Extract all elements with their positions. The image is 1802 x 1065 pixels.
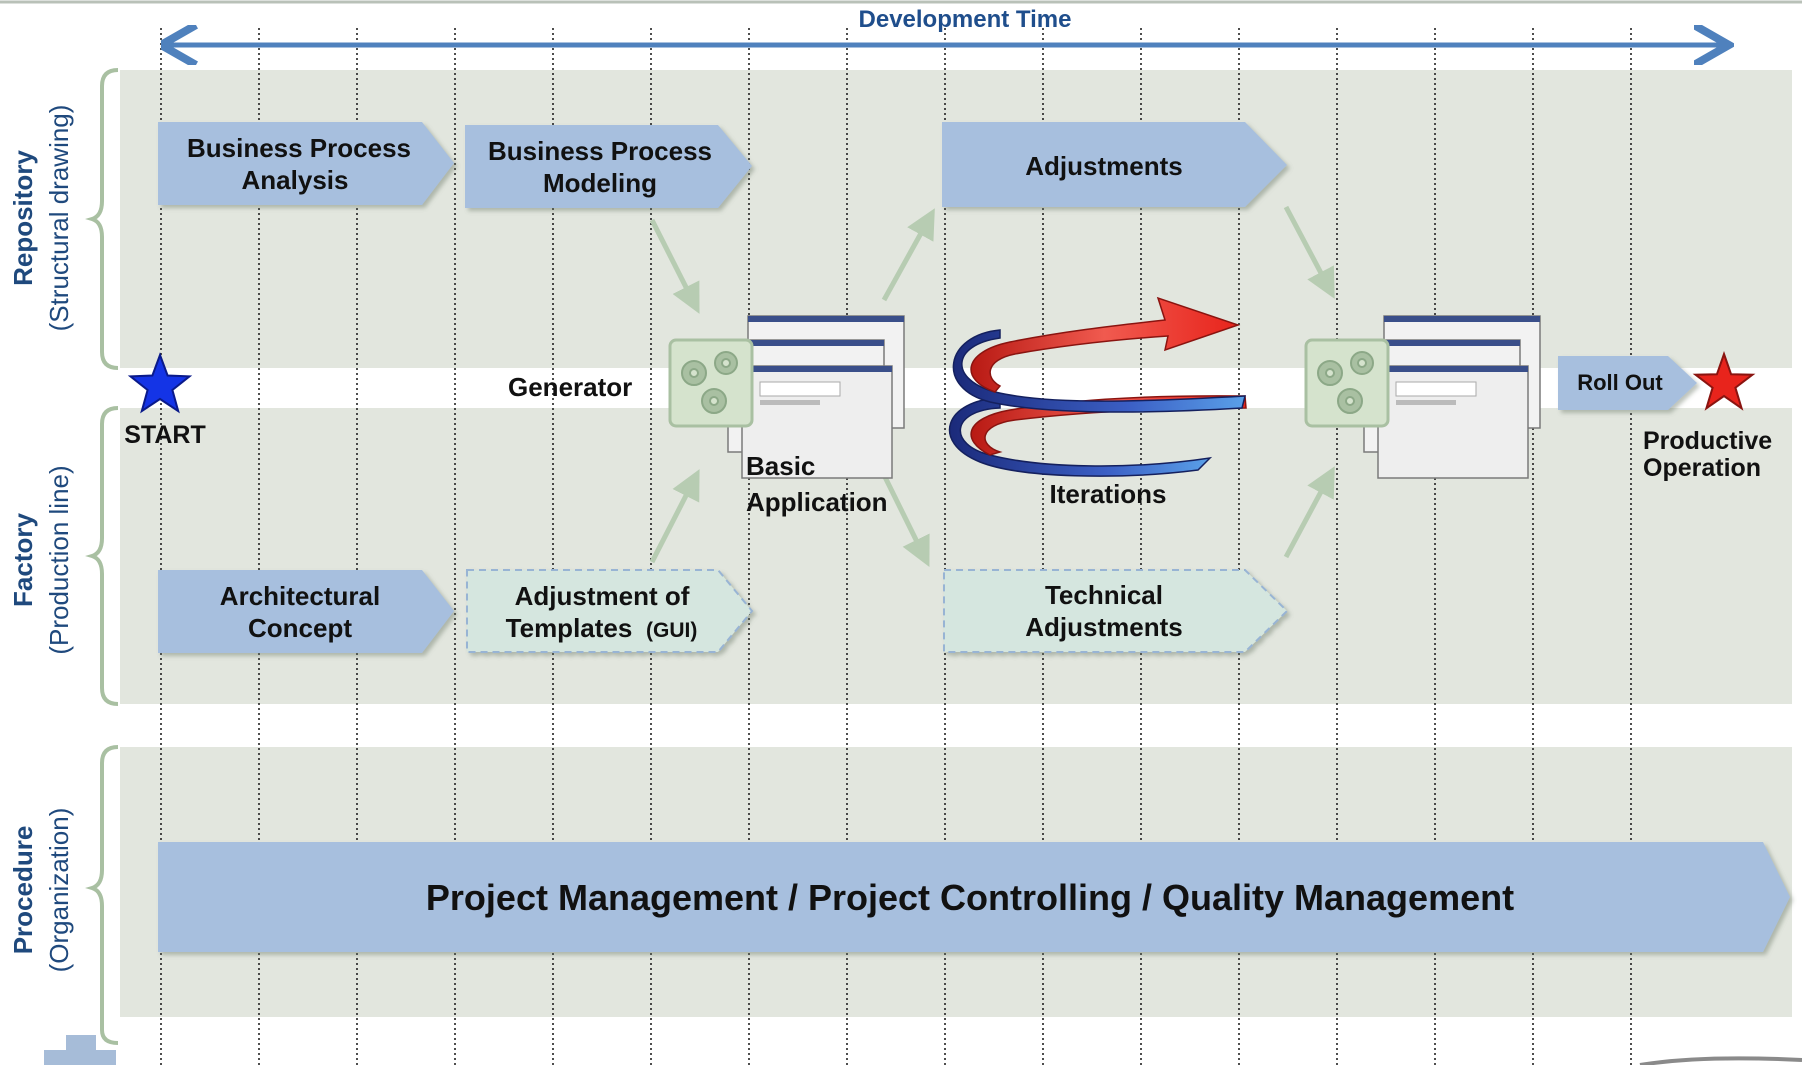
factory-lane-subtitle: (Production line) — [44, 465, 74, 654]
repository-lane-bg — [120, 70, 1792, 368]
procedure-lane-subtitle: (Organization) — [44, 808, 74, 973]
start-star-icon — [127, 352, 193, 414]
generator-1 — [668, 315, 905, 479]
procedure-lane-title: Procedure — [8, 826, 38, 955]
technical-label-line2: Adjustments — [1025, 612, 1182, 642]
flow-arrow-templates-to-generator — [649, 469, 700, 564]
technical-label-line1: Technical — [1045, 580, 1163, 610]
factory-lane-title: Factory — [8, 513, 38, 607]
bpa-label-line2: Analysis — [242, 165, 349, 195]
step-business-process-analysis — [158, 122, 454, 205]
start-label: START — [124, 421, 205, 449]
corner-logo-base — [44, 1050, 116, 1065]
flow-arrow-bpm-to-generator — [649, 218, 700, 314]
repository-lane-subtitle: (Structural drawing) — [44, 105, 74, 332]
project-management-label: Project Management / Project Controlling… — [426, 877, 1514, 918]
timeline-label: Development Time — [859, 6, 1072, 33]
factory-bracket — [85, 406, 119, 706]
templates-label-suffix: (GUI) — [646, 619, 697, 642]
factory-lane-bg — [120, 408, 1792, 704]
end-star-icon — [1692, 350, 1756, 411]
productive-label-line2: Operation — [1643, 454, 1761, 482]
step-technical-adjustments — [943, 569, 1289, 653]
iterations-label: Iterations — [1049, 479, 1166, 509]
flow-arrow-technical-to-generator — [1283, 466, 1335, 559]
flow-arrow-adjustments-to-generator — [1283, 205, 1335, 299]
step-architectural-concept — [158, 570, 454, 653]
productive-label-line1: Productive — [1643, 427, 1772, 455]
gears-1-icon — [681, 351, 738, 414]
corner-curve — [1639, 1056, 1802, 1065]
step-roll-out — [1558, 356, 1697, 410]
flow-arrows — [649, 205, 1335, 567]
basic-app-label-line1: Basic — [746, 451, 815, 481]
repository-lane-title: Repository — [8, 150, 38, 286]
app-screens-1-icon — [727, 315, 905, 479]
step-adjustments — [942, 122, 1287, 207]
arch-label-line2: Concept — [248, 613, 352, 643]
procedure-bracket — [85, 745, 119, 1045]
repository-bracket — [85, 68, 119, 370]
project-management-bar — [158, 842, 1790, 952]
step-business-process-modeling — [465, 125, 752, 208]
step-adjustment-of-templates — [466, 569, 754, 653]
iterations-spiral-icon — [948, 296, 1247, 477]
bpm-label-line1: Business Process — [488, 136, 712, 166]
flow-arrow-basic-to-adjustments — [881, 208, 935, 302]
basic-app-label-line2: Application — [746, 487, 888, 517]
flow-arrow-basic-to-technical — [881, 473, 930, 567]
adjustments-label: Adjustments — [1025, 151, 1182, 181]
app-screens-2-icon — [1363, 315, 1541, 479]
templates-label-line1: Adjustment of — [515, 581, 690, 611]
bpa-label-line1: Business Process — [187, 133, 411, 163]
bpm-label-line2: Modeling — [543, 168, 657, 198]
gears-2-icon — [1317, 351, 1374, 414]
generator-label: Generator — [508, 372, 632, 402]
rollout-label: Roll Out — [1577, 370, 1663, 395]
generator-2 — [1304, 315, 1541, 479]
templates-label-line2: Templates — [506, 613, 633, 643]
arch-label-line1: Architectural — [220, 581, 380, 611]
